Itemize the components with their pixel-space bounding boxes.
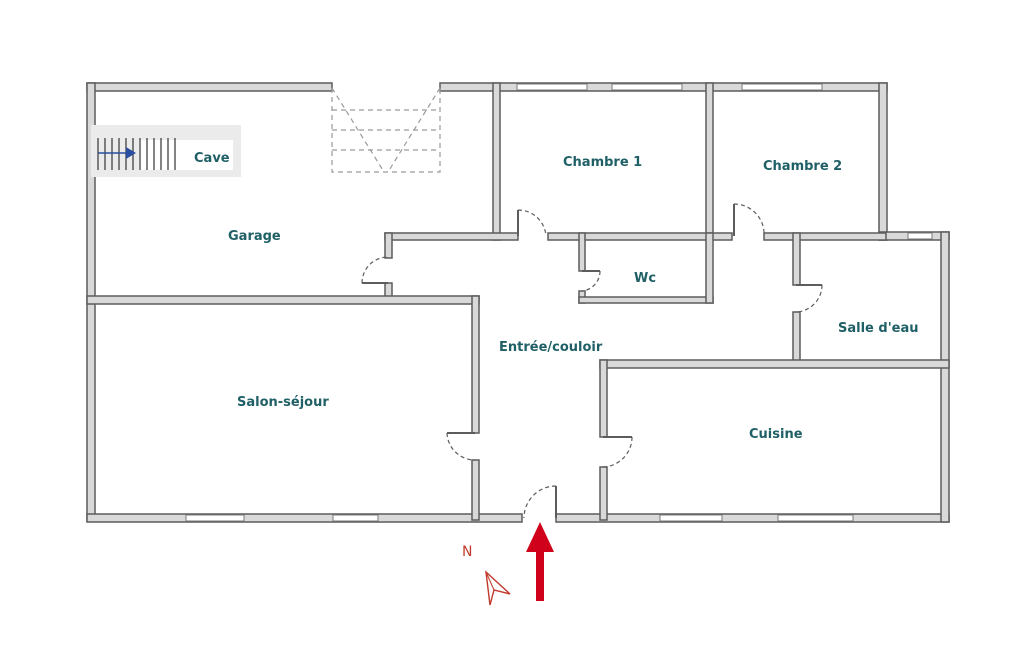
compass-arrow-axis: [485, 571, 495, 591]
label-salon: Salon-séjour: [237, 395, 329, 410]
wall-garage-chambre1: [492, 82, 501, 241]
window-chambre2: [741, 83, 823, 91]
label-chambre2: Chambre 2: [763, 159, 842, 174]
label-salle-eau: Salle d'eau: [838, 321, 919, 336]
skylight-outline: [331, 87, 441, 173]
wall-top-left: [86, 82, 333, 92]
window-cuisine-b: [777, 514, 854, 522]
window-salon-b: [332, 514, 379, 522]
skylight-frame: [331, 88, 441, 173]
entrance-arrow-icon: [526, 522, 554, 601]
wall-bedrooms-bottom-b: [547, 232, 733, 241]
wall-right-upper: [878, 82, 888, 241]
door-salle-eau-arc: [795, 284, 823, 313]
wall-cuisine-corridor-b: [599, 466, 608, 521]
label-cave: Cave: [194, 151, 230, 166]
wall-bedrooms-bottom-a: [384, 232, 519, 241]
compass-north-label: N: [462, 544, 472, 560]
room-labels: Cave Garage Chambre 1 Chambre 2 Wc Salle…: [194, 151, 919, 442]
door-chambre1-arc: [517, 209, 547, 237]
stair-inner: [139, 140, 233, 170]
wall-garage-corridor: [384, 232, 393, 259]
entrance-arrow-head: [526, 522, 554, 552]
door-cuisine-arc: [602, 436, 633, 468]
windows: [185, 83, 933, 522]
wall-bottom-right: [555, 513, 950, 523]
door-garage-arc: [361, 256, 389, 284]
doors: [361, 203, 823, 519]
wall-cuisine-corridor-a: [599, 359, 608, 438]
door-chambre2-arc: [733, 203, 765, 237]
compass-arrow-icon: [485, 570, 511, 606]
wall-bedrooms-bottom-c: [763, 232, 887, 241]
wall-salle-eau-left-a: [792, 232, 801, 286]
interior-walls: [86, 82, 950, 521]
label-wc: Wc: [634, 271, 656, 286]
window-salon-a: [185, 514, 245, 522]
wall-wc-right: [705, 232, 714, 304]
wall-wc-bottom: [578, 296, 714, 304]
label-garage: Garage: [228, 229, 281, 244]
wall-right-lower: [940, 231, 950, 523]
north-compass: N: [462, 544, 511, 606]
wall-bottom-left: [86, 513, 523, 523]
door-salon-arc: [446, 432, 476, 461]
window-cuisine-a: [659, 514, 723, 522]
wall-salon-corridor-b: [471, 459, 480, 521]
wall-garage-salon: [86, 295, 480, 305]
wall-salle-eau-bottom: [599, 359, 950, 369]
door-entrance-arc: [523, 485, 557, 519]
label-entree: Entrée/couloir: [499, 340, 603, 355]
door-wc-arc: [581, 270, 601, 292]
window-salle-eau: [907, 232, 933, 240]
wall-salle-eau-left-b: [792, 311, 801, 365]
skylight-diag-a: [331, 87, 385, 173]
window-chambre1-b: [611, 83, 683, 91]
cave-staircase: [91, 125, 241, 177]
label-cuisine: Cuisine: [749, 427, 803, 442]
stair-direction-arrow-icon: [126, 147, 136, 159]
wall-salon-corridor-a: [471, 295, 480, 434]
wall-chambre1-chambre2: [705, 82, 714, 241]
label-chambre1: Chambre 1: [563, 155, 642, 170]
stair-steps: [97, 138, 176, 170]
wall-wc-left-a: [578, 232, 586, 272]
entrance-arrow-shaft: [536, 548, 544, 601]
window-chambre1-a: [516, 83, 588, 91]
